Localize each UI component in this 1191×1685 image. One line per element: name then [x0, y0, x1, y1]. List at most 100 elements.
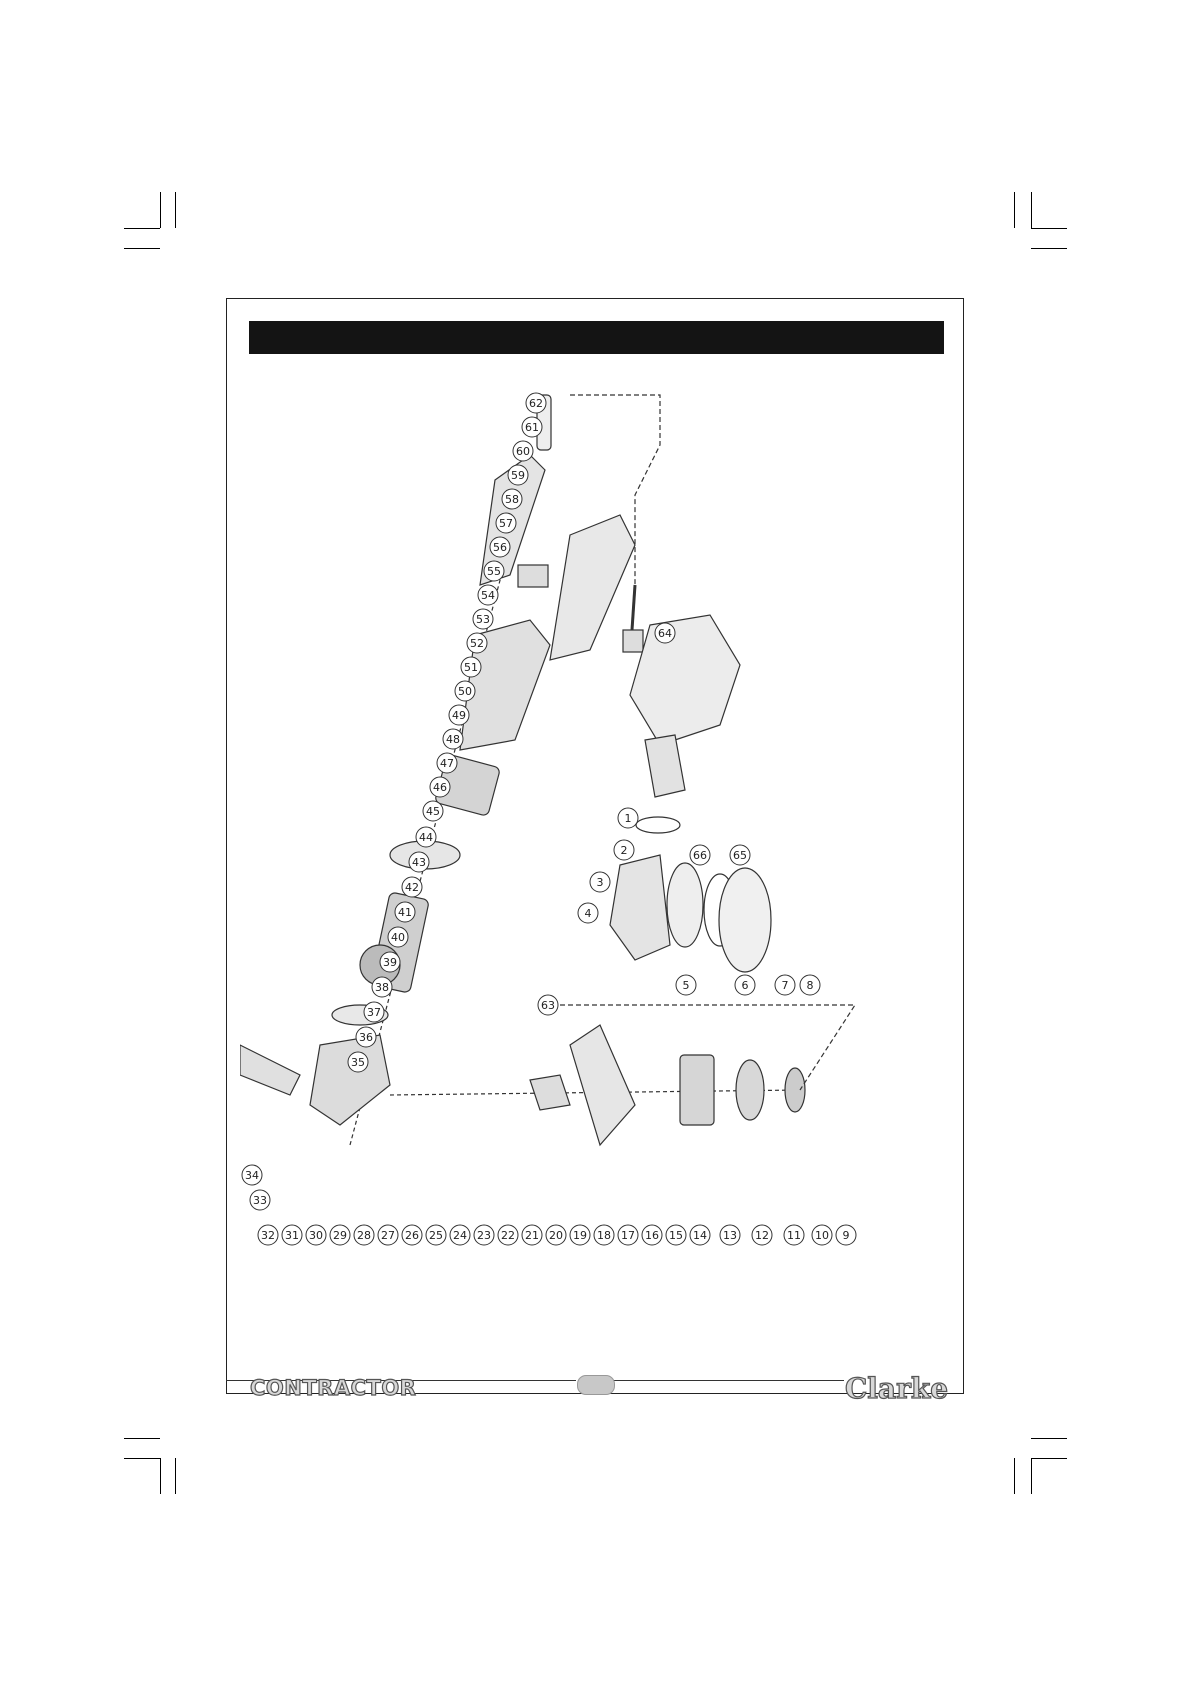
crop-mark-br-v: [1014, 1458, 1015, 1494]
part-label-60: 60: [516, 445, 530, 458]
part-balloon-41: 41: [395, 902, 415, 922]
part-label-41: 41: [398, 906, 412, 919]
crop-mark-tl-h2: [124, 248, 160, 249]
contractor-logo: CONTRACTOR: [250, 1376, 416, 1400]
part-label-49: 49: [452, 709, 466, 722]
part-balloon-7: 7: [775, 975, 795, 995]
crop-mark-tr-v: [1014, 192, 1015, 228]
part-label-33: 33: [253, 1194, 267, 1207]
part-label-48: 48: [446, 733, 460, 746]
part-balloon-63: 63: [538, 995, 558, 1015]
part-label-34: 34: [245, 1169, 259, 1182]
diagram-artwork: [240, 395, 855, 1145]
gear-case: [310, 1035, 390, 1125]
part-label-16: 16: [645, 1229, 659, 1242]
part-balloon-14: 14: [690, 1225, 710, 1245]
part-label-62: 62: [529, 397, 543, 410]
exploded-parts-diagram: 62 61 60 59 58 57 56 55 54 53 52 51 50 4…: [240, 385, 945, 1285]
part-balloon-45: 45: [423, 801, 443, 821]
part-balloon-37: 37: [364, 1002, 384, 1022]
spindle-part: [530, 1075, 570, 1110]
part-balloon-20: 20: [546, 1225, 566, 1245]
part-label-9: 9: [843, 1229, 850, 1242]
crop-mark-bl-h2: [124, 1458, 160, 1459]
side-handle: [240, 1045, 300, 1095]
crop-mark-bl-v2: [175, 1458, 176, 1494]
part-balloon-6: 6: [735, 975, 755, 995]
bag-connector: [645, 735, 685, 797]
part-balloon-50: 50: [455, 681, 475, 701]
part-label-19: 19: [573, 1229, 587, 1242]
part-label-61: 61: [525, 421, 539, 434]
part-balloon-19: 19: [570, 1225, 590, 1245]
part-label-21: 21: [525, 1229, 539, 1242]
part-balloon-64: 64: [655, 623, 675, 643]
part-balloon-58: 58: [502, 489, 522, 509]
crop-mark-tr-h: [1031, 228, 1067, 229]
part-label-35: 35: [351, 1056, 365, 1069]
part-label-37: 37: [367, 1006, 381, 1019]
crop-mark-bl-h: [124, 1438, 160, 1439]
part-label-36: 36: [359, 1031, 373, 1044]
power-cord: [632, 585, 635, 630]
part-balloon-65: 65: [730, 845, 750, 865]
part-balloon-42: 42: [402, 877, 422, 897]
extraction-shroud: [610, 855, 670, 960]
part-balloon-61: 61: [522, 417, 542, 437]
part-balloon-3: 3: [590, 872, 610, 892]
part-label-43: 43: [412, 856, 426, 869]
part-balloon-9: 9: [836, 1225, 856, 1245]
part-balloon-25: 25: [426, 1225, 446, 1245]
crop-mark-bl-v: [160, 1458, 161, 1494]
part-balloon-55: 55: [484, 561, 504, 581]
part-label-54: 54: [481, 589, 495, 602]
part-label-44: 44: [419, 831, 433, 844]
part-balloon-16: 16: [642, 1225, 662, 1245]
part-label-5: 5: [683, 979, 690, 992]
flange: [736, 1060, 764, 1120]
part-balloon-38: 38: [372, 977, 392, 997]
footer-rule-right: [614, 1380, 844, 1381]
part-balloon-12: 12: [752, 1225, 772, 1245]
section-header-bar: [249, 321, 944, 354]
switch: [518, 565, 548, 587]
crop-mark-br-h2: [1031, 1458, 1067, 1459]
part-label-66: 66: [693, 849, 707, 862]
part-label-56: 56: [493, 541, 507, 554]
part-label-42: 42: [405, 881, 419, 894]
part-label-47: 47: [440, 757, 454, 770]
part-balloon-46: 46: [430, 777, 450, 797]
part-label-57: 57: [499, 517, 513, 530]
part-balloon-35: 35: [348, 1052, 368, 1072]
part-label-11: 11: [787, 1229, 801, 1242]
part-label-45: 45: [426, 805, 440, 818]
crop-mark-tl-v: [160, 192, 161, 228]
part-balloon-60: 60: [513, 441, 533, 461]
part-label-39: 39: [383, 956, 397, 969]
part-balloon-47: 47: [437, 753, 457, 773]
part-label-40: 40: [391, 931, 405, 944]
part-balloon-53: 53: [473, 609, 493, 629]
dust-bag: [630, 615, 740, 745]
part-label-17: 17: [621, 1229, 635, 1242]
part-label-20: 20: [549, 1229, 563, 1242]
part-label-30: 30: [309, 1229, 323, 1242]
part-label-2: 2: [621, 844, 628, 857]
part-label-22: 22: [501, 1229, 515, 1242]
part-balloon-29: 29: [330, 1225, 350, 1245]
o-ring: [636, 817, 680, 833]
part-balloon-13: 13: [720, 1225, 740, 1245]
part-balloon-1: 1: [618, 808, 638, 828]
part-balloon-26: 26: [402, 1225, 422, 1245]
part-label-27: 27: [381, 1229, 395, 1242]
dust-shroud: [570, 1025, 635, 1145]
part-label-65: 65: [733, 849, 747, 862]
part-balloon-23: 23: [474, 1225, 494, 1245]
part-balloon-44: 44: [416, 827, 436, 847]
part-label-32: 32: [261, 1229, 275, 1242]
part-label-10: 10: [815, 1229, 829, 1242]
handle-housing-right: [550, 515, 635, 660]
part-label-1: 1: [625, 812, 632, 825]
part-balloon-52: 52: [467, 633, 487, 653]
part-label-23: 23: [477, 1229, 491, 1242]
